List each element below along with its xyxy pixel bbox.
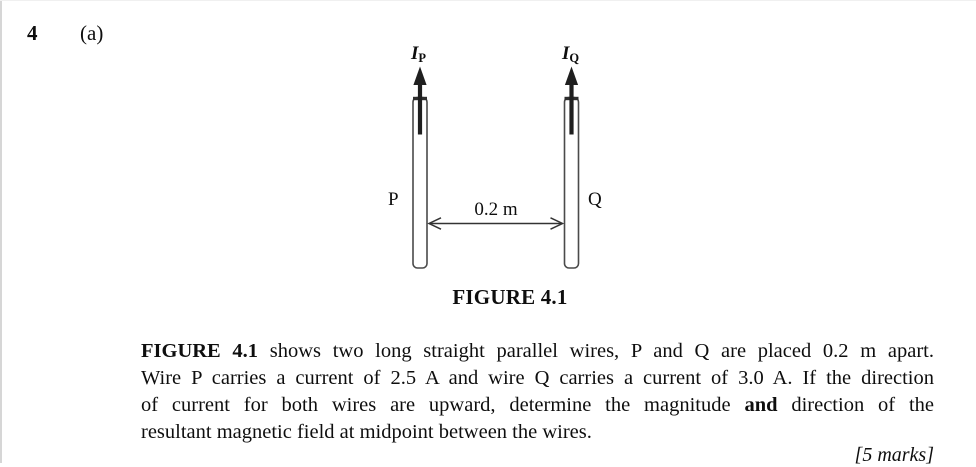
paragraph-line: FIGURE 4.1 shows two long straight paral… [141,338,934,365]
current-arrow-q-head [564,66,579,85]
paragraph-line: Wire P carries a current of 2.5 A and wi… [141,365,934,392]
current-symbol-iq: I [562,43,570,64]
paragraph-line: of current for both wires are upward, de… [141,392,934,419]
distance-arrow-left-head [427,217,442,230]
current-arrow-p-head [413,66,427,85]
paragraph-line: resultant magnetic field at midpoint bet… [141,419,934,446]
question-paragraph: FIGURE 4.1 shows two long straight paral… [141,338,934,446]
parallel-wires-diagram [412,66,580,269]
question-number: 4 [27,21,38,45]
paragraph-segment-bold: FIGURE 4.1 [141,340,259,362]
current-subscript-p: P [418,51,427,65]
wire-p-label: P [388,189,399,210]
paragraph-segment: shows two long straight parallel wires, … [258,340,934,362]
question-part-label: (a) [80,21,104,45]
current-symbol-ip: I [411,43,419,64]
current-subscript-q: Q [569,51,580,65]
paragraph-segment-bold: and [744,394,778,416]
page-top-edge [0,0,976,1]
page-edge-line [0,0,2,463]
paragraph-segment: of current for both wires are upward, de… [141,394,745,416]
distance-arrow-right-head [550,217,565,230]
figure-caption: FIGURE 4.1 [452,285,568,309]
wire-q-label: Q [588,189,602,210]
distance-label: 0.2 m [474,199,518,220]
current-label-ip: IP [411,43,426,66]
paragraph-segment: Wire P carries a current of 2.5 A and wi… [141,367,934,389]
marks-label: [5 marks] [854,444,934,466]
current-label-iq: IQ [562,43,579,66]
paragraph-segment: direction of the [777,394,934,416]
paragraph-segment: resultant magnetic field at midpoint bet… [141,421,592,443]
